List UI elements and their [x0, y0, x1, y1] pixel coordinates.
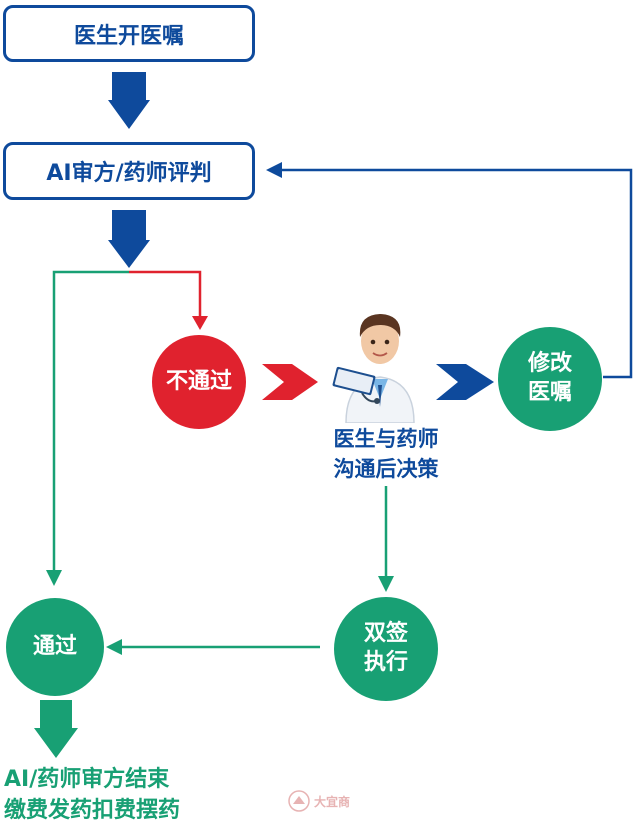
review-node: AI审方/药师评判 [3, 142, 255, 200]
watermark: 大宜商 [288, 790, 350, 812]
prescribe-node: 医生开医嘱 [3, 5, 255, 62]
doctor-label-line1: 医生与药师 [333, 427, 439, 451]
down-arrow-2 [108, 210, 150, 268]
red-line-fail [129, 270, 202, 318]
modify-label-line2: 医嘱 [527, 380, 572, 405]
green-arrowhead-cosign [378, 576, 394, 592]
fail-node: 不通过 [152, 335, 246, 429]
green-line-pass [52, 270, 129, 572]
watermark-text: 大宜商 [314, 794, 351, 809]
end-label: AI/药师审方结束 缴费发药扣费摆药 [4, 765, 180, 827]
end-label-line2: 缴费发药扣费摆药 [4, 797, 181, 823]
doctor-label-line2: 沟通后决策 [333, 457, 439, 482]
doctor-decision-label: 医生与药师 沟通后决策 [306, 424, 466, 485]
prescribe-label: 医生开医嘱 [73, 23, 184, 49]
blue-feedback-line [280, 168, 633, 379]
green-arrowhead-pass [46, 570, 62, 586]
review-label: AI审方/药师评判 [46, 161, 212, 186]
blue-feedback-arrowhead [266, 162, 282, 178]
red-arrowhead-fail [192, 316, 208, 330]
modify-label-line1: 修改 [527, 351, 572, 377]
green-arrowhead-pass-left [106, 639, 122, 655]
blue-chevron-arrow [436, 364, 494, 400]
pass-label: 通过 [32, 633, 77, 659]
cosign-label-line1: 双签 [363, 621, 408, 647]
end-label-line1: AI/药师审方结束 [4, 767, 170, 792]
fail-label: 不通过 [165, 368, 232, 394]
pass-node: 通过 [6, 598, 104, 696]
doctor-icon [332, 303, 428, 424]
down-arrow-1 [108, 72, 150, 129]
modify-node: 修改 医嘱 [498, 327, 602, 431]
red-chevron-arrow [262, 364, 318, 400]
down-arrow-end [34, 700, 78, 758]
cosign-node: 双签 执行 [334, 597, 438, 701]
cosign-label-line2: 执行 [363, 650, 408, 675]
watermark-logo-icon [288, 790, 310, 812]
